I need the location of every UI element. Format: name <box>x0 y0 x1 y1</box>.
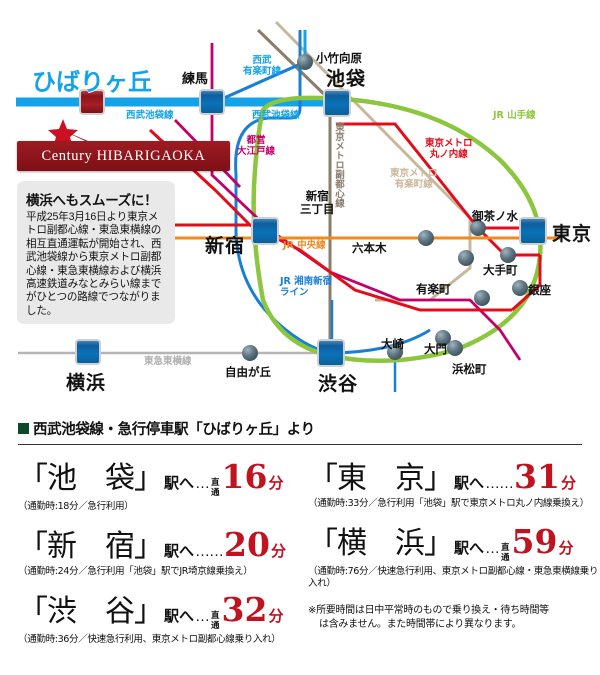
property-name: Century HIBARIGAOKA <box>41 147 206 164</box>
line-label-jr-shonan-shinjuku: JR 湘南新宿 ライン <box>280 276 333 298</box>
access-column-left: 「池 袋」 駅へ … 直 通 16 分 （通勤時:18分／急行利用） 「新 宿」… <box>0 453 300 654</box>
station-label-shinjuku-sanchome: 新宿三丁目 <box>300 189 335 216</box>
station-label-daimon: 大門 <box>424 342 447 356</box>
access-eki-he: 駅へ <box>454 475 485 492</box>
access-heading-row: 西武池袋線・急行停車駅「ひばりヶ丘」より <box>18 418 600 439</box>
access-dots: …… <box>485 475 514 492</box>
property-banner: Century HIBARIGAOKA <box>17 141 230 171</box>
access-note: （通勤時:33分／急行利用「池袋」駅で東京メトロ丸ノ内線乗換え） <box>308 498 589 509</box>
line-label-toei-oedo: 都営 大江戸線 <box>237 135 276 157</box>
access-minutes: 32 <box>221 590 268 629</box>
line-label-metro-fukutoshin: 東京メトロ副都心線 <box>333 122 344 208</box>
access-item-shinjuku: 「新 宿」 駅へ …… 20 分 （通勤時:24分／急行利用「池袋」駅でJR埼京… <box>18 521 300 578</box>
access-section: 西武池袋線・急行停車駅「ひばりヶ丘」より 「池 袋」 駅へ … 直 通 16 分… <box>0 418 600 654</box>
access-minutes: 16 <box>221 457 268 496</box>
station-label-kotake-mukaihara: 小竹向原 <box>316 51 362 65</box>
access-item-tokyo: 「東 京」 駅へ …… 31 分 （通勤時:33分／急行利用「池袋」駅で東京メト… <box>308 453 600 510</box>
access-item-yokohama: 「横 浜」 駅へ … 直 通 59 分 （通勤時:76分／快速急行利用、東京メト… <box>308 518 600 590</box>
access-fun-unit: 分 <box>558 540 574 557</box>
access-note: （通勤時:36分／快速急行利用、東京メトロ副都心線乗り入れ） <box>18 634 281 645</box>
line-label-metro-marunouchi: 東京メトロ 丸ノ内線 <box>425 138 473 160</box>
line-label-metro-yurakucho: 東京メトロ 有楽町線 <box>390 168 438 190</box>
access-station-name: 「新 宿」 <box>18 529 164 564</box>
access-dots: …… <box>195 543 224 560</box>
station-label-shibuya: 渋谷 <box>318 373 359 395</box>
access-fun-unit: 分 <box>270 543 286 560</box>
home-station-title: ひばりヶ丘 <box>32 68 152 96</box>
map-station-dots <box>242 54 528 361</box>
line-metro-fukutoshin <box>256 28 332 353</box>
square-bullet-icon <box>18 423 29 434</box>
station-label-shinjuku: 新宿 <box>205 235 246 257</box>
access-item-shibuya: 「渋 谷」 駅へ … 直 通 32 分 （通勤時:36分／快速急行利用、東京メト… <box>18 586 300 646</box>
access-heading: 西武池袋線・急行停車駅「ひばりヶ丘」より <box>33 422 315 438</box>
access-eki-he: 駅へ <box>454 540 485 557</box>
line-label-tokyu-toyoko: 東急東横線 <box>144 356 192 367</box>
access-fun-unit: 分 <box>268 608 284 625</box>
access-fun-unit: 分 <box>560 475 576 492</box>
info-box-body: 平成25年3月16日より東京メトロ副都心線・東急東横線の相互直通運転が開始され、… <box>26 211 162 317</box>
station-label-yokohama: 横浜 <box>66 372 107 394</box>
map-station-boxes <box>75 89 547 367</box>
direct-badge: 直 通 <box>211 477 220 497</box>
access-eki-he: 駅へ <box>164 475 195 492</box>
station-label-yurakucho: 有楽町 <box>416 282 451 296</box>
station-label-ochanomizu: 御茶ノ水 <box>472 209 518 223</box>
access-eki-he: 駅へ <box>164 543 195 560</box>
access-fun-unit: 分 <box>268 475 284 492</box>
access-eki-he: 駅へ <box>164 608 195 625</box>
access-minutes: 59 <box>511 522 558 561</box>
access-station-name: 「東 京」 <box>308 461 454 496</box>
access-footnote: ※所要時間は日中平常時のもので乗り換え・待ち時間等 は含みません。また時間帯によ… <box>308 604 600 632</box>
access-station-name: 「池 袋」 <box>18 461 164 496</box>
info-box-headline: 横浜へもスムーズに！ <box>26 193 158 208</box>
station-label-jiyugaoka: 自由が丘 <box>225 365 271 379</box>
access-note: （通勤時:24分／急行利用「池袋」駅でJR埼京線乗換え） <box>18 566 253 577</box>
line-label-seibu-ikebukuro-2: 西武池袋線 <box>252 110 300 121</box>
map-lines-svg <box>16 20 560 392</box>
footnote-line-1: ※所要時間は日中平常時のもので乗り換え・待ち時間等 <box>308 605 549 616</box>
access-station-name: 「横 浜」 <box>308 526 454 561</box>
access-dots: … <box>485 540 500 557</box>
railway-map: ひばりヶ丘 Century HIBARIGAOKA 横浜へもスムーズに！ 平成2… <box>16 20 593 395</box>
station-label-nerima: 練馬 <box>182 72 209 87</box>
station-label-tokyo: 東京 <box>552 223 593 245</box>
heading-divider <box>18 444 582 445</box>
line-label-seibu-ikebukuro-1: 西武池袋線 <box>126 110 174 121</box>
station-label-hamamatsucho: 浜松町 <box>452 362 487 376</box>
station-label-ginza: 銀座 <box>528 283 551 297</box>
station-label-osaki: 大崎 <box>381 337 404 351</box>
access-dots: … <box>195 475 210 492</box>
station-label-ikebukuro: 池袋 <box>326 68 367 90</box>
info-box: 横浜へもスムーズに！ 平成25年3月16日より東京メトロ副都心線・東急東横線の相… <box>17 181 175 324</box>
access-dots: … <box>195 608 210 625</box>
line-label-jr-chuo: JR 中央線 <box>283 240 326 251</box>
direct-badge: 直 通 <box>501 542 510 562</box>
access-column-right: 「東 京」 駅へ …… 31 分 （通勤時:33分／急行利用「池袋」駅で東京メト… <box>300 453 600 654</box>
station-label-otemachi: 大手町 <box>483 263 518 277</box>
line-label-jr-yamanote: JR 山手線 <box>493 110 536 121</box>
station-label-roppongi: 六本木 <box>352 241 387 255</box>
direct-badge: 直 通 <box>211 610 220 630</box>
access-minutes: 20 <box>224 525 270 564</box>
access-station-name: 「渋 谷」 <box>18 594 164 629</box>
access-note: （通勤時:18分／急行利用） <box>18 501 134 512</box>
access-columns: 「池 袋」 駅へ … 直 通 16 分 （通勤時:18分／急行利用） 「新 宿」… <box>0 453 600 654</box>
access-minutes: 31 <box>514 457 560 496</box>
access-note: （通勤時:76分／快速急行利用、東京メトロ副都心線・東急東横線乗り入れ） <box>308 566 599 589</box>
footnote-line-2: は含みません。また時間帯により異なります。 <box>319 619 522 630</box>
line-label-seibu-yurakucho: 西武 有楽町線 <box>243 55 282 77</box>
access-item-ikebukuro: 「池 袋」 駅へ … 直 通 16 分 （通勤時:18分／急行利用） <box>18 453 300 513</box>
